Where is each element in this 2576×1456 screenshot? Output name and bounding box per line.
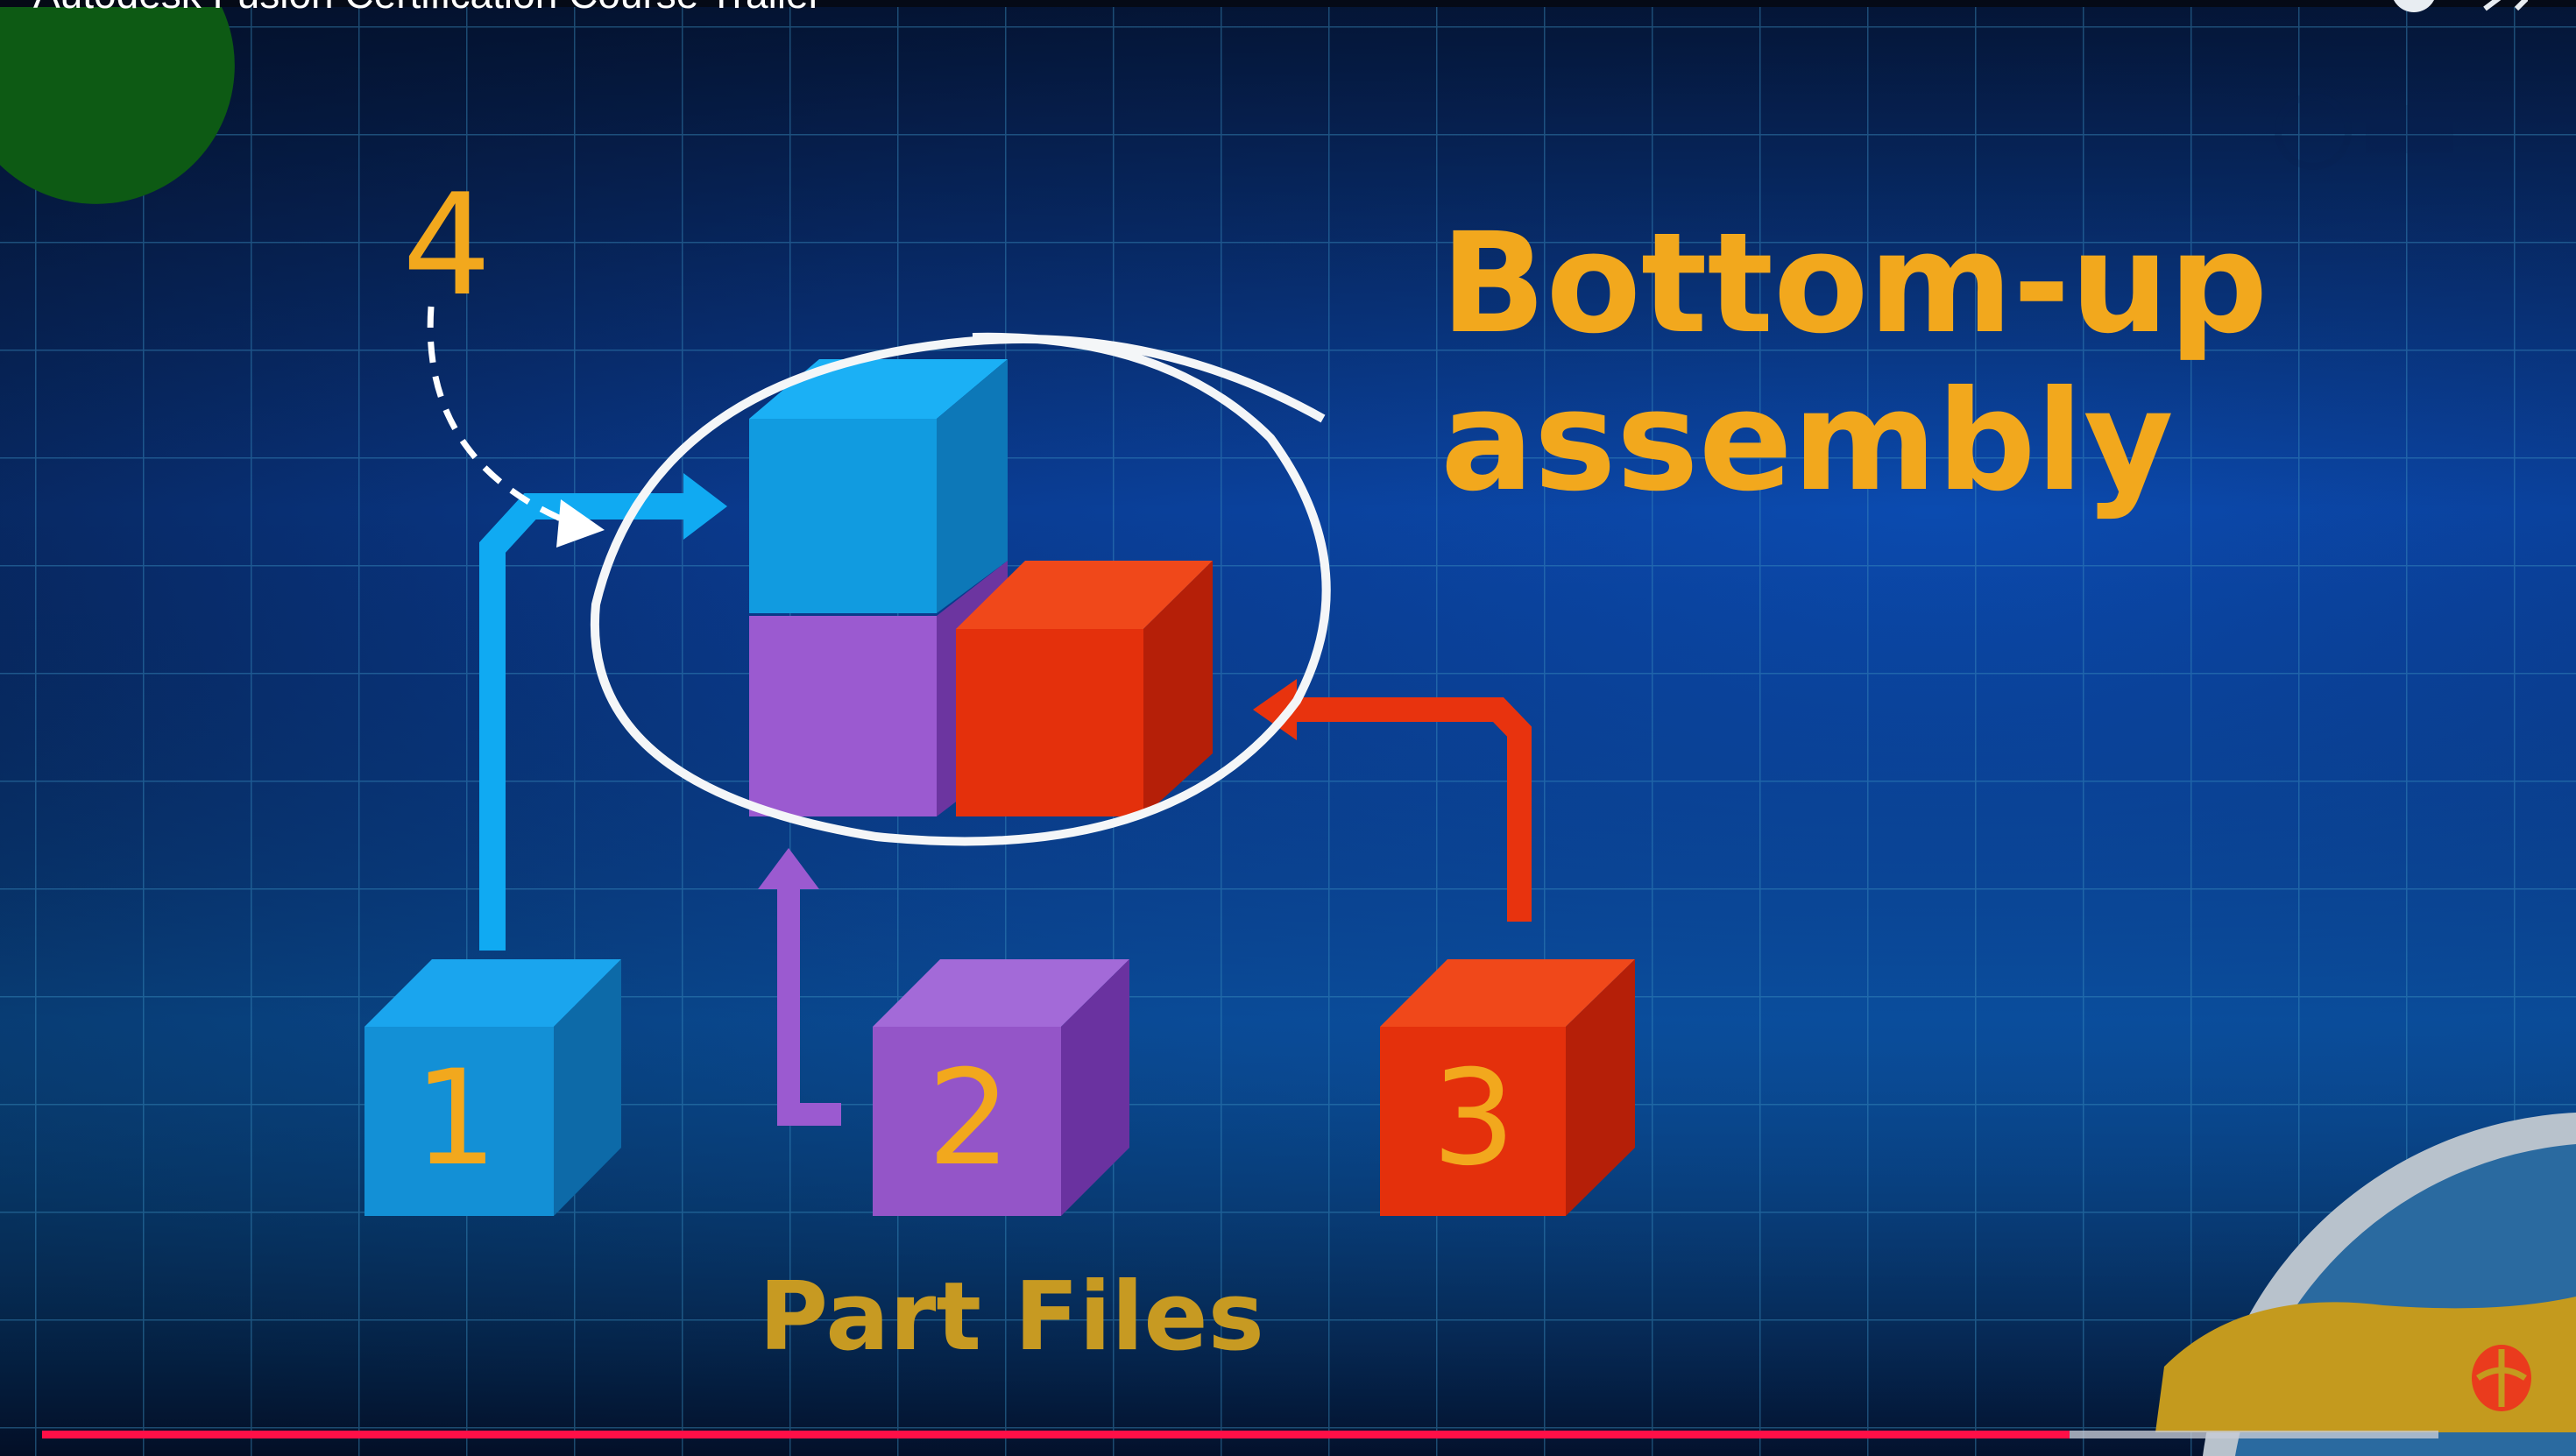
red-arrowhead [1253, 679, 1297, 740]
avatar-icon[interactable] [2390, 0, 2438, 12]
heading-line-1: Bottom-up [1440, 203, 2268, 364]
blue-arrow [479, 493, 692, 951]
part-cube-2 [873, 959, 1129, 1216]
progress-played [42, 1431, 2070, 1438]
part-label-1: 1 [414, 1043, 497, 1195]
heading-line-2: assembly [1440, 361, 2174, 522]
purple-arrowhead [758, 848, 819, 889]
dashed-arrowhead [556, 499, 605, 548]
caption-part-files: Part Files [759, 1262, 1264, 1372]
step-label: 4 [402, 163, 492, 327]
green-planet [0, 0, 235, 204]
progress-bar[interactable] [42, 1431, 2438, 1438]
part-cube-1 [364, 959, 621, 1216]
watermark-logo-icon [2275, 93, 2453, 170]
part-label-3: 3 [1432, 1043, 1515, 1195]
assembly-cubes [749, 359, 1213, 816]
part-cube-3 [1380, 959, 1635, 1216]
part-label-2: 2 [927, 1043, 1010, 1195]
channel-logo-icon [2472, 1345, 2531, 1411]
dashed-arrow [427, 306, 563, 522]
share-icon[interactable] [2481, 0, 2529, 12]
purple-arrow [777, 885, 841, 1126]
video-title[interactable]: Autodesk Fusion Certification Course Tra… [33, 0, 822, 18]
top-bar [0, 0, 2576, 7]
red-arrow [1288, 697, 1532, 922]
blue-arrowhead [683, 473, 727, 540]
highlight-circle [590, 332, 1331, 846]
